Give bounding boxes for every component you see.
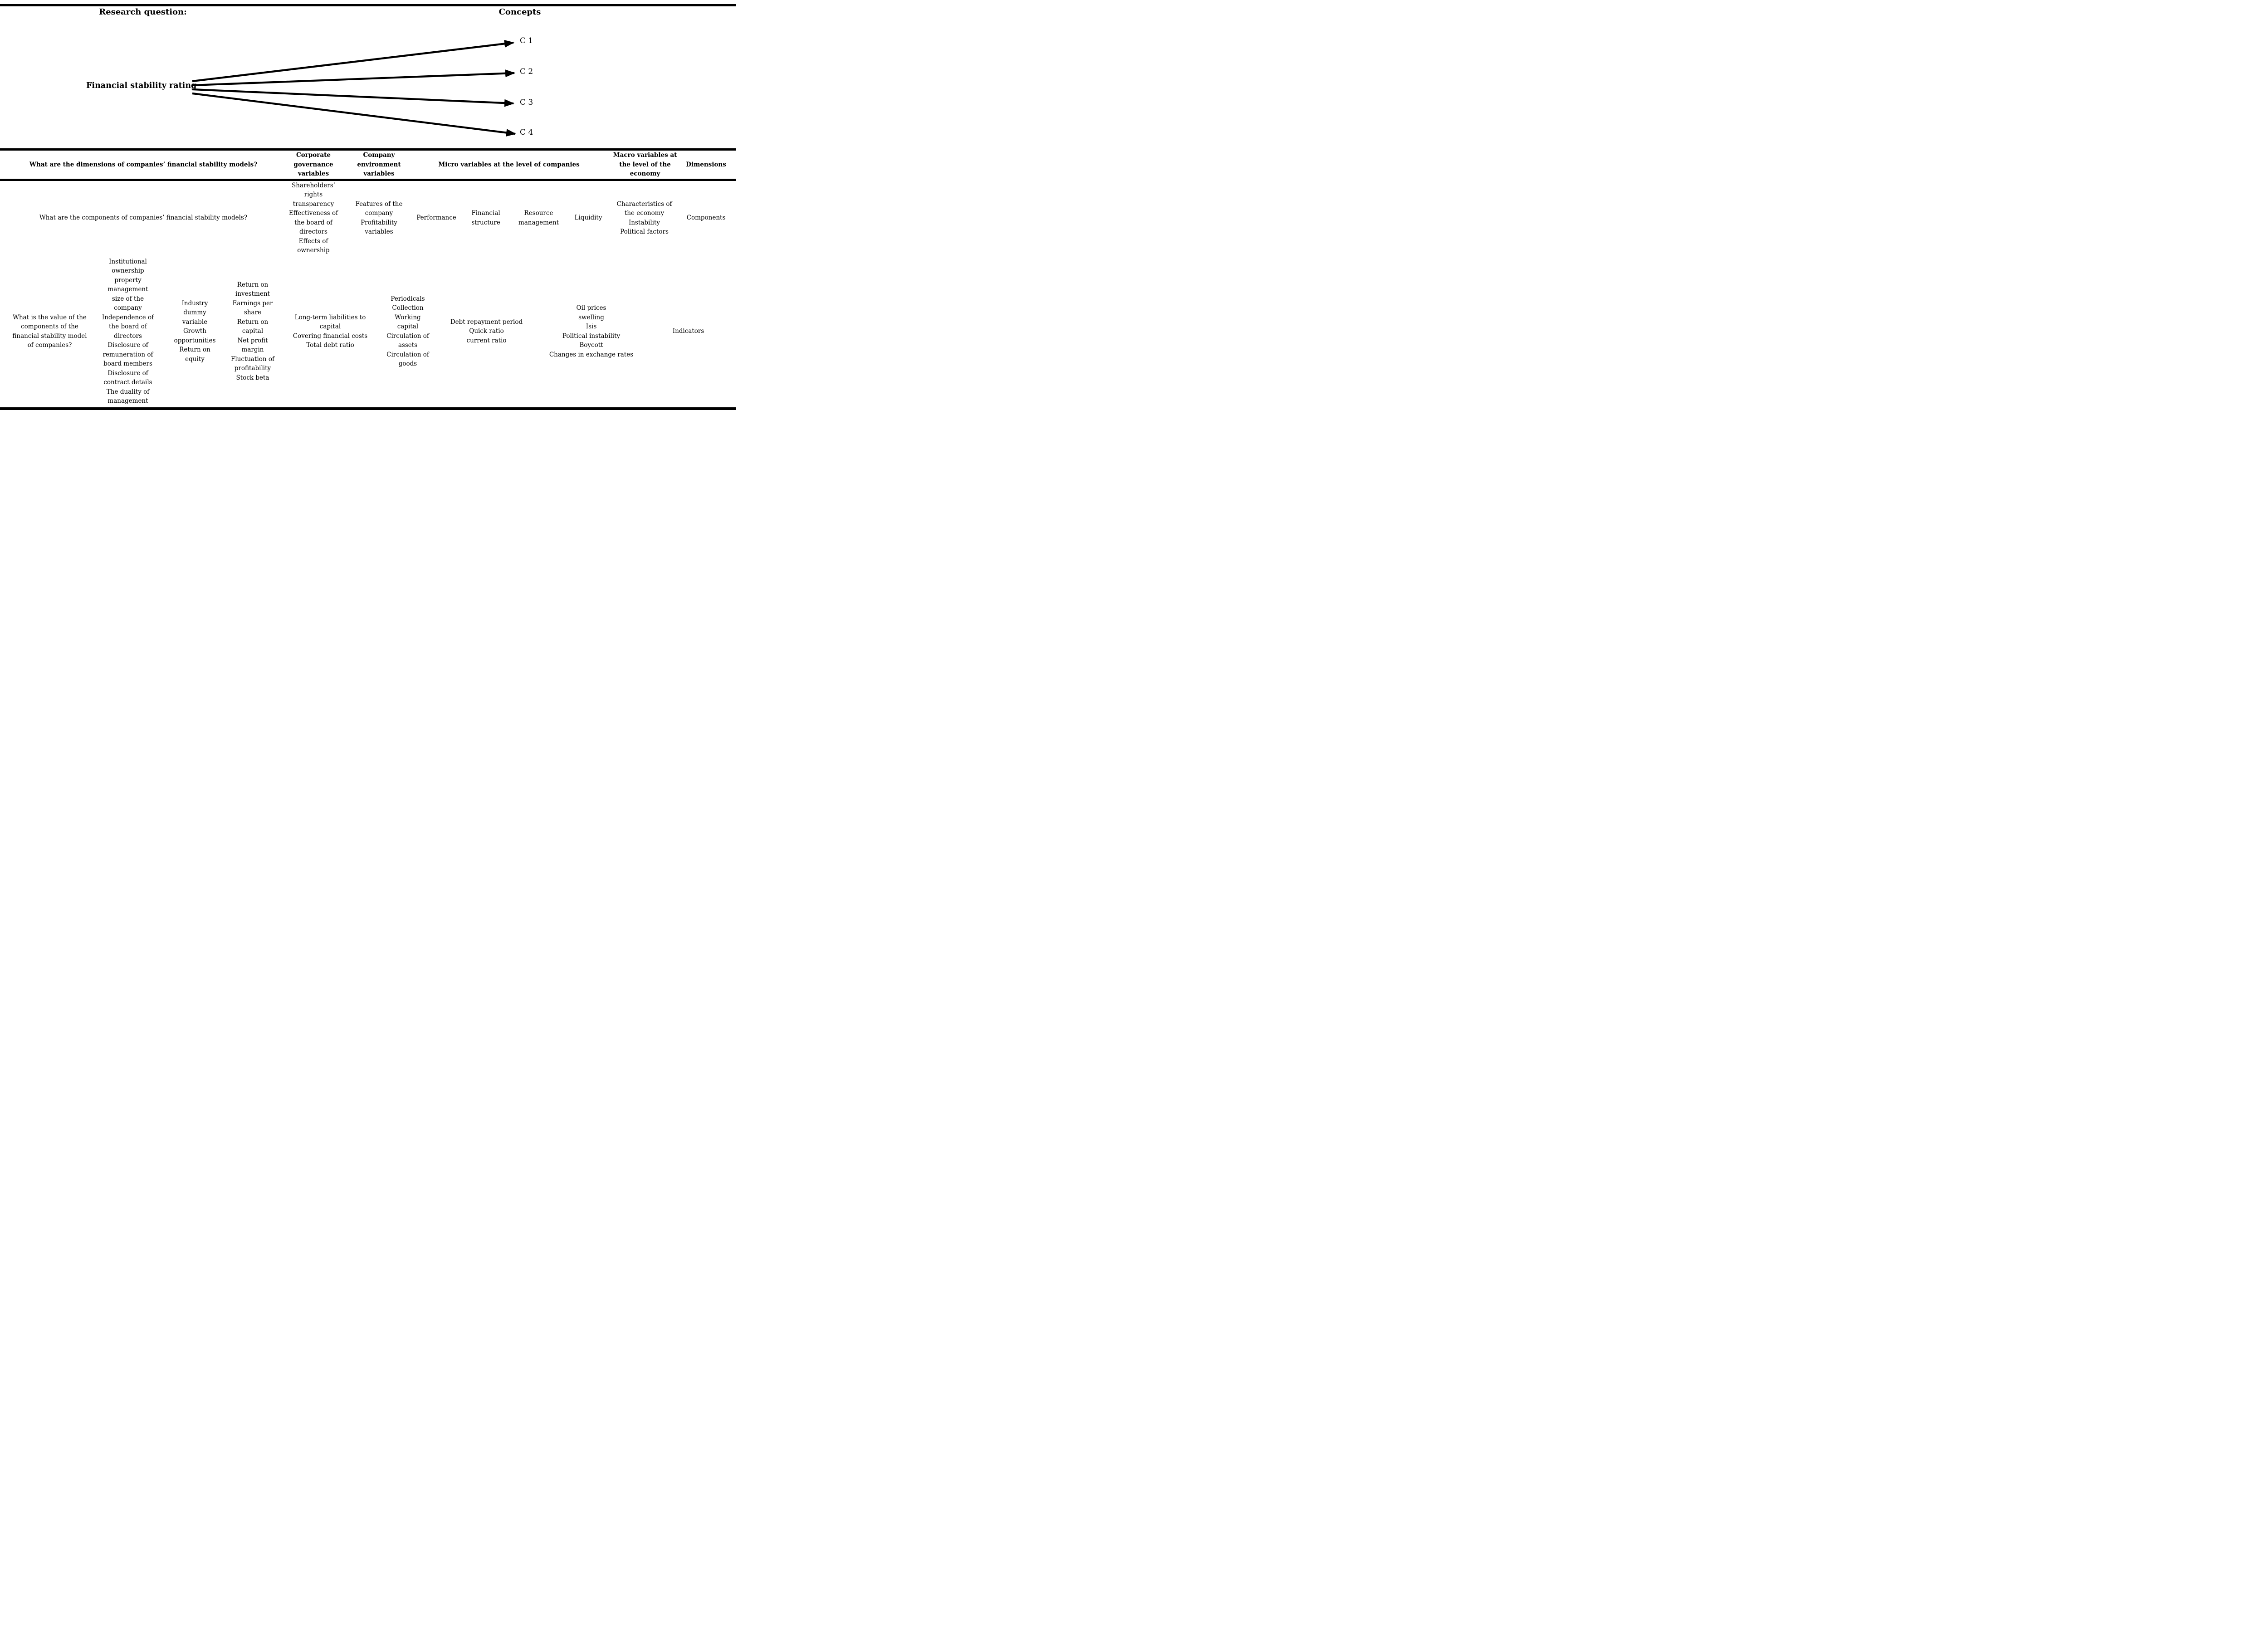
indicators-industry-cell: Industry dummy variable Growth opportuni… xyxy=(174,299,216,363)
header-dimensions-question: What are the dimensions of companies’ fi… xyxy=(29,161,258,168)
components-performance-cell: Performance xyxy=(416,214,456,222)
concept-arrows xyxy=(192,39,516,137)
components-dimension-cell: Components xyxy=(686,214,726,222)
components-question-cell: What are the components of companies’ fi… xyxy=(39,214,248,222)
figure-page: Research question: Concepts Financial st… xyxy=(0,0,736,413)
indicators-liquidity-cell: Debt repayment period Quick ratio curren… xyxy=(450,318,523,344)
header-micro-variables: Micro variables at the level of companie… xyxy=(438,161,580,168)
arrow-to-c4 xyxy=(192,92,516,137)
header-macro-variables: Macro variables at the level of the econ… xyxy=(613,151,677,178)
indicators-dimension-cell: Indicators xyxy=(672,327,704,335)
indicators-macro-cell: Oil prices swelling Isis Political insta… xyxy=(549,304,634,358)
rule-table-bottom xyxy=(0,407,736,410)
components-macro-cell: Characteristics of the economy Instabili… xyxy=(616,200,672,236)
concepts-label: Concepts xyxy=(499,7,541,17)
arrow-to-c3 xyxy=(192,88,514,107)
indicators-governance-cell: Institutional ownership property managem… xyxy=(102,258,154,405)
components-liquidity-cell: Liquidity xyxy=(574,214,602,222)
indicators-profitability-cell: Return on investment Earnings per share … xyxy=(230,281,275,381)
indicators-leverage-cell: Long-term liabilities to capital Coverin… xyxy=(293,313,368,349)
header-dimensions: Dimensions xyxy=(686,161,726,168)
arrow-to-c2 xyxy=(192,69,515,87)
indicators-value-question-cell: What is the value of the components of t… xyxy=(12,313,87,349)
components-financial-structure-cell: Financial structure xyxy=(471,210,500,226)
indicators-activity-cell: Periodicals Collection Working capital C… xyxy=(386,295,429,368)
components-company-environment-cell: Features of the company Profitability va… xyxy=(355,200,403,236)
concept-c3-label: C 3 xyxy=(520,98,533,107)
rule-header-bottom xyxy=(0,179,736,181)
arrow-to-c1 xyxy=(192,39,514,83)
rule-top xyxy=(0,4,736,6)
rule-table-top xyxy=(0,148,736,151)
financial-stability-rating-node: Financial stability rating xyxy=(86,81,197,90)
components-resource-management-cell: Resource management xyxy=(518,210,559,226)
concept-c4-label: C 4 xyxy=(520,128,533,137)
research-question-label: Research question: xyxy=(99,7,187,17)
concept-c1-label: C 1 xyxy=(520,36,533,45)
concept-c2-label: C 2 xyxy=(520,67,533,76)
header-company-environment: Company environment variables xyxy=(357,151,401,178)
header-corporate-governance: Corporate governance variables xyxy=(293,151,333,178)
components-corporate-governance-cell: Shareholders’ rights transparency Effect… xyxy=(288,181,338,254)
